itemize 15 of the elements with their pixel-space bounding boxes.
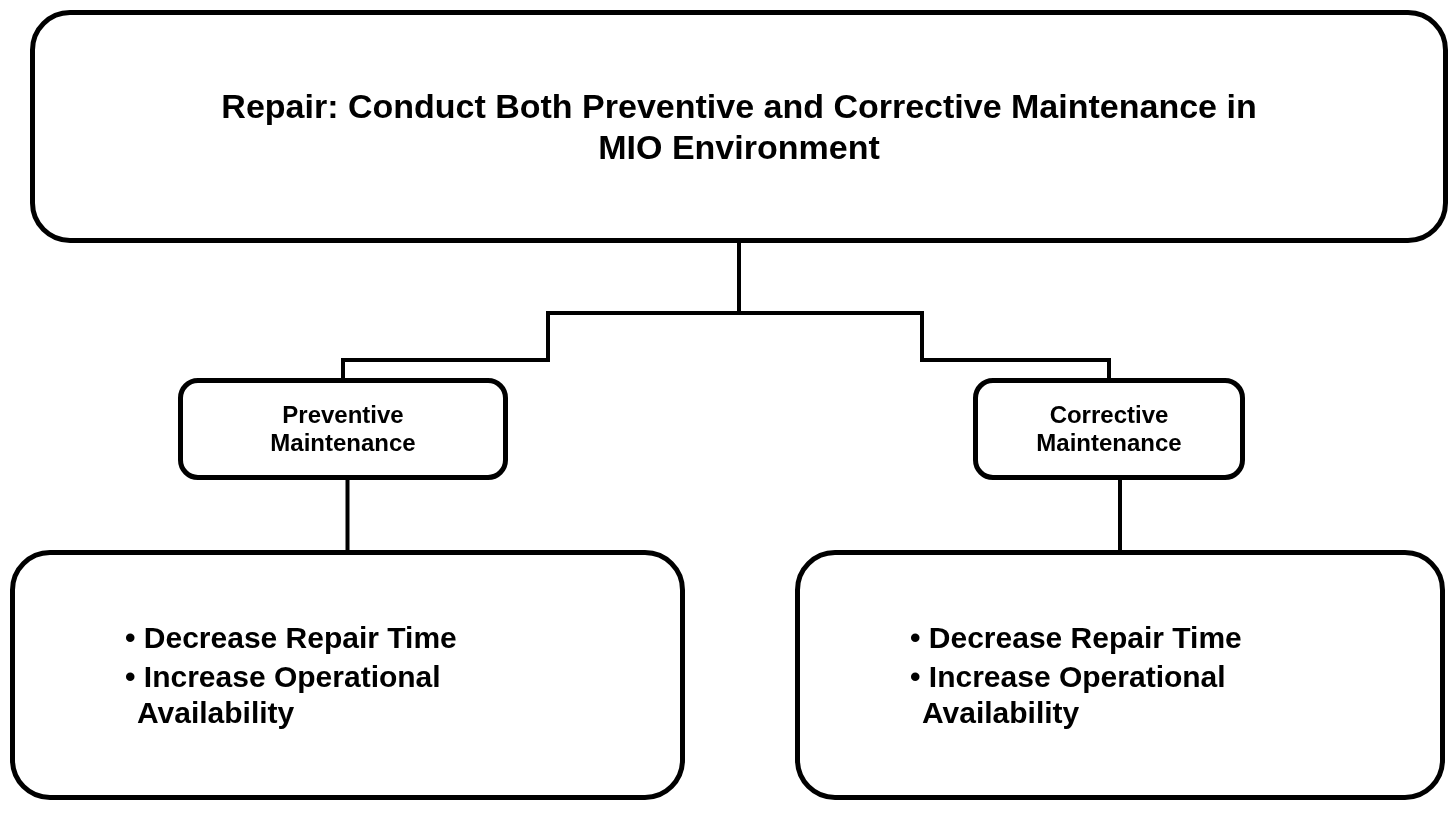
- process-box: [178, 378, 508, 480]
- bullet-item: • Decrease Repair Time: [125, 619, 457, 656]
- connector-line: [1118, 480, 1122, 550]
- bullet-list-box: [795, 550, 1445, 800]
- process-box: [973, 378, 1245, 480]
- bullet-item: • Increase Operational Availability: [125, 659, 442, 731]
- bullet-list-box: [10, 550, 685, 800]
- connector-line: [345, 480, 350, 550]
- box-text: Preventive Maintenance: [269, 400, 417, 458]
- bullet-item: • Decrease Repair Time: [910, 619, 1242, 656]
- bullet-item: • Increase Operational Availability: [910, 659, 1227, 731]
- process-box: [30, 10, 1448, 243]
- connector-line: [737, 243, 1111, 378]
- box-text: Repair: Conduct Both Preventive and Corrective Maintenance in MIO Environment: [220, 86, 1258, 167]
- box-text: Corrective Maintenance: [1035, 400, 1183, 458]
